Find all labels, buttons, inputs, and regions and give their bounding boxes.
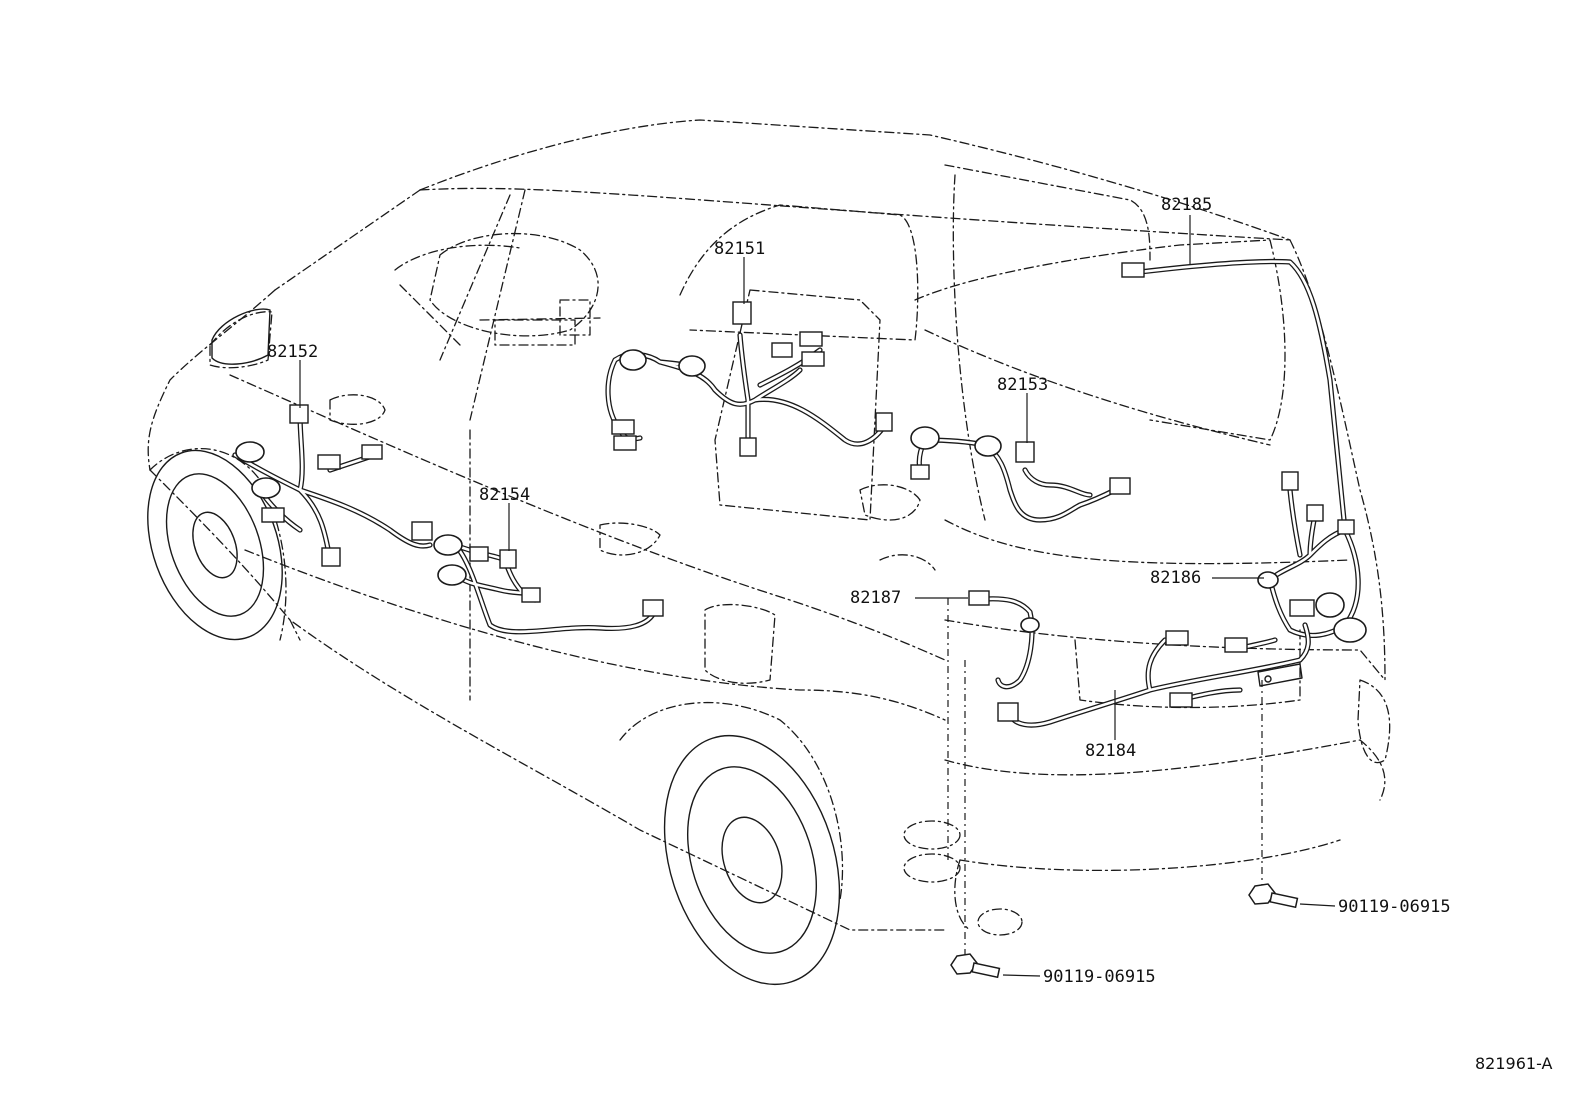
harness-82186 [1257, 471, 1367, 643]
part-label-82184: 82184 [1085, 741, 1136, 761]
grommet [1333, 617, 1367, 643]
grommet [1315, 592, 1345, 618]
part-label-82185: 82185 [1161, 195, 1212, 215]
connector [469, 546, 489, 562]
grommet [433, 534, 463, 556]
connector [1121, 262, 1145, 278]
connector [910, 464, 930, 480]
part-label-82186: 82186 [1150, 568, 1201, 588]
connector [1281, 471, 1299, 491]
connector [739, 437, 757, 457]
part-label-82151: 82151 [714, 239, 765, 259]
part-labels: 82152 82151 82153 82154 82185 82187 8218… [267, 195, 1553, 1073]
connector [321, 547, 341, 567]
connector [521, 587, 541, 603]
harness-82187 [968, 590, 1040, 690]
connector [875, 412, 893, 432]
connector [1015, 441, 1035, 463]
connector [611, 419, 635, 435]
connector [997, 702, 1019, 722]
connector [1224, 637, 1248, 653]
part-label-82152: 82152 [267, 342, 318, 362]
connector [261, 507, 285, 523]
grommet [678, 355, 706, 377]
grommet [619, 349, 647, 371]
bolt-rear-right [1248, 680, 1336, 909]
connector [613, 435, 637, 451]
bolt-label-rear-left: 90119-06915 [1043, 967, 1156, 987]
grommet [910, 426, 940, 450]
harness-82184 [997, 622, 1311, 728]
bolt-label-rear-right: 90119-06915 [1338, 897, 1451, 917]
harness-82185 [1121, 258, 1348, 533]
connector [361, 444, 383, 460]
connector [799, 331, 823, 347]
grommet [1020, 617, 1040, 633]
connector [1165, 630, 1189, 646]
part-leaders [299, 215, 1264, 860]
connector [499, 549, 517, 569]
harness-82153 [910, 426, 1131, 523]
connector [968, 590, 990, 606]
grommet [974, 435, 1002, 457]
harness-82151 [605, 301, 893, 457]
harness-82152 [232, 404, 433, 567]
connector [289, 404, 309, 424]
part-label-82154: 82154 [479, 485, 530, 505]
grommet [437, 564, 467, 586]
connector [1109, 477, 1131, 495]
connector [1337, 519, 1355, 535]
diagram-reference-id: 821961-A [1475, 1054, 1553, 1073]
connector [801, 351, 825, 367]
grommet [235, 441, 265, 463]
connector [411, 521, 433, 541]
harness-bracket [1257, 663, 1303, 687]
part-label-82153: 82153 [997, 375, 1048, 395]
connector [1289, 599, 1315, 617]
grommet [1257, 571, 1279, 589]
bolt-rear-left [950, 660, 1041, 979]
connector [1169, 692, 1193, 708]
connector [1306, 504, 1324, 522]
connector [732, 301, 752, 325]
connector [317, 454, 341, 470]
grommet [251, 477, 281, 499]
connector [642, 599, 664, 617]
part-label-82187: 82187 [850, 588, 901, 608]
harness-82154 [433, 534, 664, 635]
connector [771, 342, 793, 358]
